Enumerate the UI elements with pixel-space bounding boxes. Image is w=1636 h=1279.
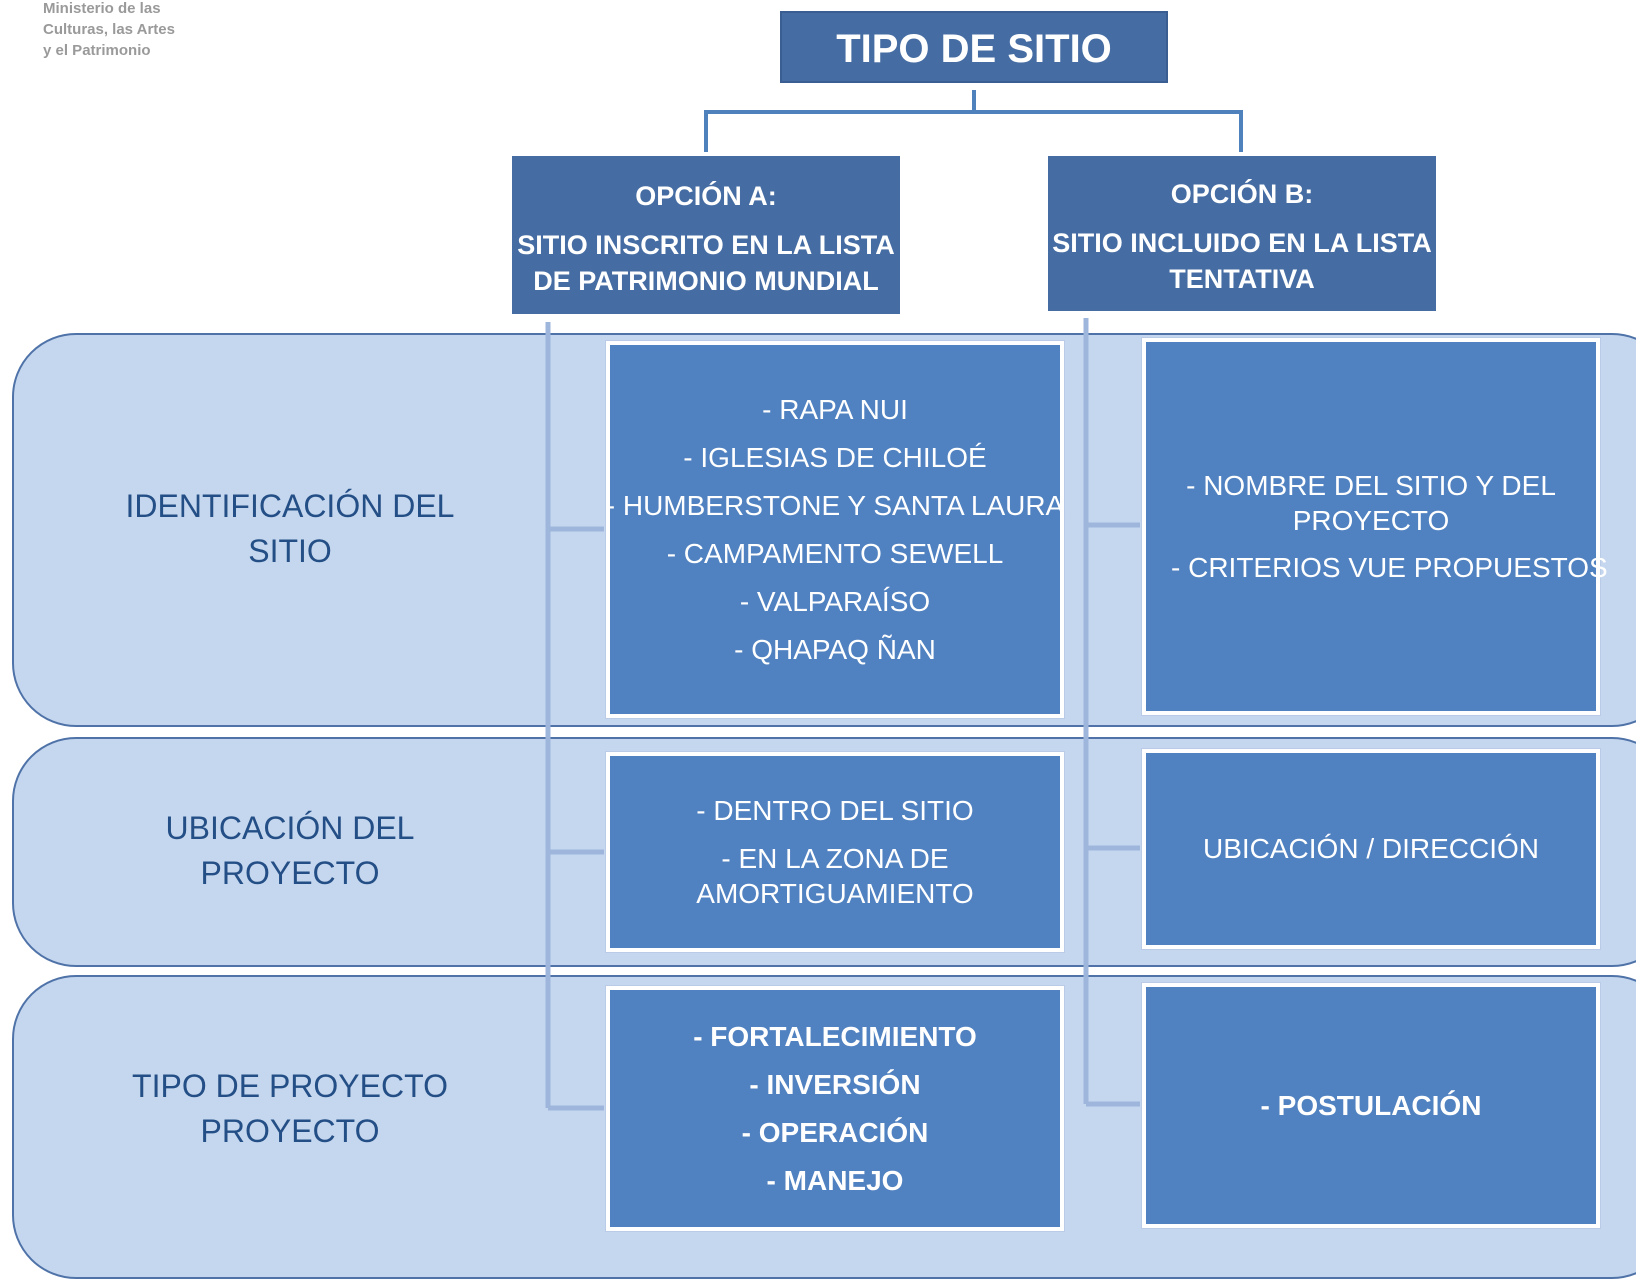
list-item: - POSTULACIÓN — [1260, 1089, 1482, 1121]
row-label-line: SITIO — [248, 533, 332, 569]
option-a-project-type-box: - FORTALECIMIENTO - INVERSIÓN - OPERACIÓ… — [606, 986, 1064, 1231]
list-item: - OPERACIÓN — [741, 1116, 929, 1148]
row-label-line: PROYECTO — [200, 1113, 380, 1149]
list-item: - INVERSIÓN — [749, 1068, 921, 1100]
row-label-identification: IDENTIFICACIÓN DEL SITIO — [90, 484, 490, 574]
row-label-line: UBICACIÓN DEL — [165, 810, 415, 846]
list-item: - FORTALECIMIENTO — [693, 1020, 977, 1052]
logo-line: Ministerio de las — [43, 0, 161, 17]
logo-line: y el Patrimonio — [43, 42, 151, 59]
row-label-line: IDENTIFICACIÓN DEL — [125, 488, 455, 524]
list-item: - HUMBERSTONE Y SANTA LAURA — [605, 489, 1065, 521]
option-a-label: OPCIÓN A: — [635, 181, 777, 211]
row-label-location: UBICACIÓN DEL PROYECTO — [90, 806, 490, 896]
list-item: - CRITERIOS VUE PROPUESTOS — [1171, 552, 1608, 583]
list-item: - DENTRO DEL SITIO — [696, 795, 974, 826]
list-item: - RAPA NUI — [762, 393, 908, 425]
list-item: - NOMBRE DEL SITIO Y DEL PROYECTO — [1186, 470, 1556, 536]
option-b-title: SITIO INCLUIDO EN LA LISTA TENTATIVA — [1052, 228, 1432, 294]
option-a-title: SITIO INSCRITO EN LA LISTA DE PATRIMONIO… — [517, 230, 895, 296]
option-b-location-box: UBICACIÓN / DIRECCIÓN — [1142, 749, 1600, 949]
list-item: - QHAPAQ ÑAN — [734, 633, 936, 665]
row-label-line: PROYECTO — [200, 855, 380, 891]
connector-lines — [545, 90, 1243, 1111]
option-a-identification-box: - RAPA NUI - IGLESIAS DE CHILOÉ - HUMBER… — [606, 341, 1064, 718]
option-a-header: OPCIÓN A: SITIO INSCRITO EN LA LISTA DE … — [512, 156, 900, 314]
row-label-project-type: TIPO DE PROYECTO PROYECTO — [90, 1064, 490, 1154]
diagram-title: TIPO DE SITIO — [780, 11, 1168, 83]
option-a-location-box: - DENTRO DEL SITIO - EN LA ZONA DE AMORT… — [606, 752, 1064, 952]
ministry-logo: Ministerio de las Culturas, las Artes y … — [43, 0, 175, 61]
option-b-project-type-box: - POSTULACIÓN — [1142, 983, 1600, 1228]
logo-line: Culturas, las Artes — [43, 21, 175, 38]
list-item: - EN LA ZONA DE AMORTIGUAMIENTO — [696, 843, 974, 909]
option-b-label: OPCIÓN B: — [1170, 179, 1314, 209]
list-item: UBICACIÓN / DIRECCIÓN — [1202, 833, 1540, 864]
row-label-line: TIPO DE PROYECTO — [132, 1068, 448, 1104]
list-item: - MANEJO — [766, 1164, 904, 1196]
list-item: - IGLESIAS DE CHILOÉ — [683, 441, 987, 473]
list-item: - VALPARAÍSO — [739, 585, 931, 617]
list-item: - CAMPAMENTO SEWELL — [666, 537, 1004, 569]
option-b-identification-box: - NOMBRE DEL SITIO Y DEL PROYECTO - CRIT… — [1142, 338, 1608, 715]
option-b-header: OPCIÓN B: SITIO INCLUIDO EN LA LISTA TEN… — [1048, 156, 1436, 311]
